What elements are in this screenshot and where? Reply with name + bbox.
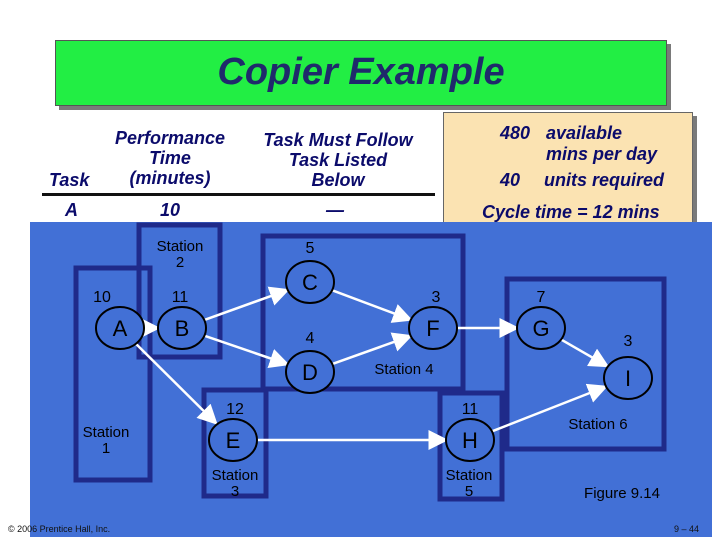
edge-G-I <box>559 337 610 368</box>
node-time-E: 12 <box>226 401 244 418</box>
station-box-s4 <box>260 233 466 392</box>
station-label-s4: Station 4 <box>374 361 433 378</box>
edge-A-E <box>134 342 218 425</box>
diagram-panel <box>30 222 712 537</box>
station-label-s6: Station 6 <box>568 416 627 433</box>
node-label-D: D <box>302 360 318 385</box>
node-time-F: 3 <box>432 289 441 306</box>
edge-B-D <box>202 333 290 368</box>
row-time: 10 <box>160 200 181 220</box>
station-box-s6 <box>504 276 667 452</box>
available-minutes-number: 480 <box>500 123 531 143</box>
cycle-time: Cycle time = 12 mins <box>482 202 660 222</box>
edge-D-F <box>330 332 413 366</box>
node-time-I: 3 <box>624 333 633 350</box>
row-task: A <box>65 200 78 220</box>
col-header-time-line2: Time <box>149 148 191 168</box>
station-box-s3 <box>201 387 269 499</box>
node-label-E: E <box>226 428 241 453</box>
node-C <box>285 260 335 304</box>
copyright: © 2006 Prentice Hall, Inc. <box>8 524 111 534</box>
units-label: units required <box>544 170 665 190</box>
figure-label: Figure 9.14 <box>584 485 660 502</box>
node-F <box>408 306 458 350</box>
node-label-G: G <box>532 316 549 341</box>
title-banner: Copier Example <box>55 40 667 106</box>
station-box-s2 <box>136 222 223 360</box>
node-G <box>516 306 566 350</box>
node-H <box>445 418 495 462</box>
node-B <box>157 306 207 350</box>
slide-title: Copier Example <box>217 51 505 93</box>
node-label-B: B <box>175 316 190 341</box>
node-time-A: 10 <box>93 289 111 306</box>
node-time-G: 7 <box>537 289 546 306</box>
units-number: 40 <box>500 170 521 190</box>
col-header-task: Task <box>49 170 90 190</box>
node-label-C: C <box>302 270 318 295</box>
col-header-follow-line2: Task Listed <box>288 150 388 170</box>
available-label-line1: available <box>546 123 623 143</box>
col-header-follow-line3: Below <box>311 170 365 190</box>
node-label-A: A <box>113 316 128 341</box>
edge-H-I <box>490 383 608 434</box>
station-box-s1 <box>73 265 153 483</box>
node-label-F: F <box>426 316 439 341</box>
node-label-H: H <box>462 428 478 453</box>
table-header-rule <box>42 193 435 196</box>
node-time-H: 11 <box>462 401 479 418</box>
col-header-time-line3: (minutes) <box>129 168 211 188</box>
available-label-line2: mins per day <box>546 144 658 164</box>
node-I <box>603 356 653 400</box>
node-E <box>208 418 258 462</box>
page-number: 9 – 44 <box>674 524 700 534</box>
col-header-follow: Task Must Follow Task Listed Below <box>248 130 428 190</box>
node-label-I: I <box>625 366 631 391</box>
col-header-time: Performance Time (minutes) <box>100 128 240 188</box>
node-time-D: 4 <box>306 330 315 347</box>
node-D <box>285 350 335 394</box>
col-header-time-line1: Performance <box>114 128 226 148</box>
col-header-follow-line1: Task Must Follow <box>263 130 413 150</box>
node-time-B: 11 <box>172 289 189 306</box>
edge-C-F <box>330 288 413 323</box>
node-A <box>95 306 145 350</box>
edge-B-C <box>202 286 290 322</box>
row-follow: — <box>326 200 344 220</box>
node-time-C: 5 <box>306 240 315 257</box>
